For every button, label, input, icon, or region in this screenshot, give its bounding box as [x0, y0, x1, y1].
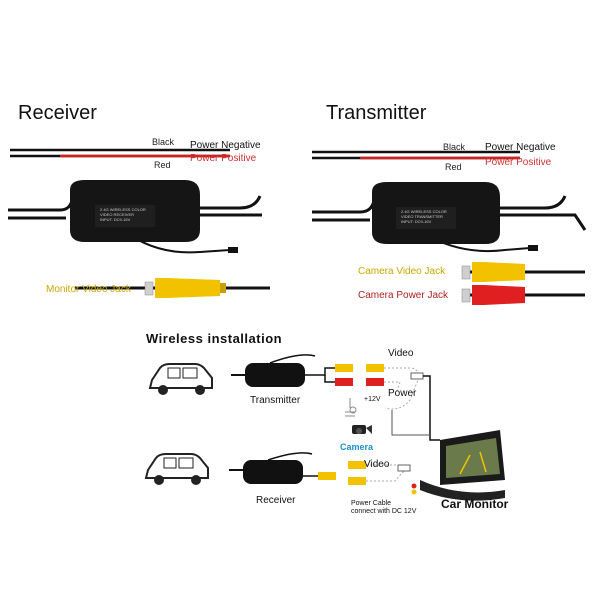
transmitter-heading: Transmitter — [326, 102, 427, 124]
transmitter-black-label: Black — [443, 142, 466, 152]
camera-power-jack-label: Camera Power Jack — [358, 290, 449, 301]
receiver-red-label: Red — [154, 160, 171, 170]
video-bottom-label: Video — [364, 459, 390, 470]
receiver-yellow-rca-icon — [155, 278, 167, 298]
transmitter-yellow-rca-icon — [472, 262, 484, 282]
monitor-video-jack-label: Monitor Video Jack — [46, 284, 131, 295]
svg-text:INPUT: DC9-16V: INPUT: DC9-16V — [401, 219, 432, 224]
transmitter-module-group: 2.4G WIRELESS COLOR VIDEO TRANSMITTER IN… — [312, 150, 587, 305]
svg-text:2.4G WIRELESS COLOR: 2.4G WIRELESS COLOR — [401, 209, 447, 214]
transmitter-power-positive: Power Positive — [485, 157, 552, 168]
install-receiver-label: Receiver — [256, 495, 296, 506]
svg-text:INPUT: DC9-16V: INPUT: DC9-16V — [100, 217, 131, 222]
receiver-right-cable — [195, 195, 262, 210]
receiver-black-label: Black — [152, 137, 175, 147]
video-top-label: Video — [388, 348, 414, 359]
power-label: Power — [388, 388, 417, 399]
svg-text:VIDEO RECEIVER: VIDEO RECEIVER — [100, 212, 134, 217]
install-transmitter-box-icon — [245, 363, 305, 387]
receiver-module-group: 2.4G WIRELESS COLOR VIDEO RECEIVER INPUT… — [8, 148, 270, 298]
car-monitor-label: Car Monitor — [441, 497, 509, 511]
install-receiver-box-icon — [243, 460, 303, 484]
receiver-left-cable — [8, 199, 74, 212]
receiver-heading: Receiver — [18, 102, 97, 124]
transmitter-red-power-jack-icon — [472, 285, 484, 305]
plus12v-label: +12V — [364, 396, 381, 403]
svg-text:VIDEO TRANSMITTER: VIDEO TRANSMITTER — [401, 214, 443, 219]
camera-icon — [352, 425, 372, 434]
installation-diagram — [144, 354, 505, 501]
svg-text:2.4G WIRELESS COLOR: 2.4G WIRELESS COLOR — [100, 207, 146, 212]
camera-video-jack-label: Camera Video Jack — [358, 266, 446, 277]
transmitter-power-negative: Power Negative — [485, 142, 556, 153]
install-transmitter-label: Transmitter — [250, 395, 301, 406]
installation-title: Wireless installation — [146, 331, 283, 346]
monitor-icon — [411, 430, 505, 501]
receiver-power-negative: Power Negative — [190, 140, 261, 151]
power-cable-line2: connect with DC 12V — [351, 508, 417, 515]
car-icon — [144, 453, 209, 485]
power-cable-line1: Power Cable — [351, 500, 392, 507]
receiver-power-positive: Power Positive — [190, 153, 257, 164]
camera-label: Camera — [340, 442, 374, 452]
car-icon — [148, 363, 213, 395]
transmitter-red-label: Red — [445, 162, 462, 172]
